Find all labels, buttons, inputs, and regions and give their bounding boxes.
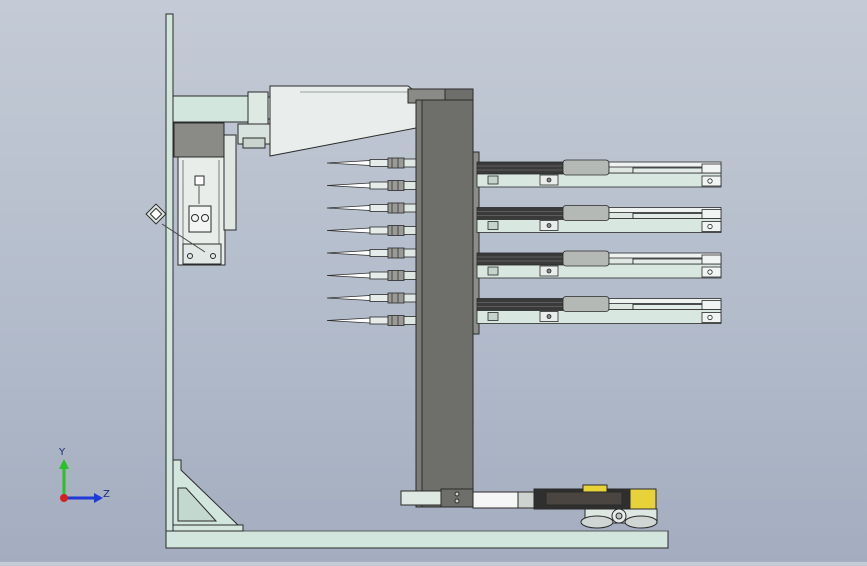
rail-group-4: [476, 296, 722, 324]
bottom-carriage: [400, 484, 658, 529]
pipette-2: [326, 180, 417, 191]
caster-wheels: [580, 508, 658, 529]
frame-base-plate: [165, 530, 669, 549]
rail-assembly: [476, 159, 722, 324]
motor-connector: [188, 205, 212, 233]
y-axis-label: Y: [58, 447, 66, 458]
yellow-block: [629, 488, 657, 510]
rail-group-2: [476, 205, 722, 233]
pipette-3: [326, 202, 417, 214]
frame-base-lip: [172, 524, 244, 532]
rail-group-3: [476, 250, 722, 279]
rail-group-1: [476, 159, 722, 188]
axis-origin: [60, 494, 68, 502]
motor-cap: [173, 122, 225, 158]
motor: [145, 122, 237, 266]
pipette-5: [326, 247, 417, 259]
column-body: [415, 99, 474, 508]
pipette-4: [326, 225, 417, 236]
arm-housing: [269, 85, 417, 157]
z-axis-label: Z: [103, 489, 110, 500]
top-arm: [172, 85, 417, 157]
arm-bracket: [172, 95, 249, 123]
frame-vertical-post: [165, 13, 174, 549]
pipette-8: [326, 315, 417, 326]
cable-tag: [145, 203, 206, 253]
yellow-block-top: [582, 484, 608, 493]
pipette-1: [326, 157, 417, 169]
axis-triad: Y Z: [58, 447, 110, 503]
frame: [165, 13, 669, 549]
pipette-7: [326, 292, 417, 304]
pipette-array: [326, 157, 417, 326]
column: [407, 88, 480, 508]
pipette-6: [326, 270, 417, 281]
